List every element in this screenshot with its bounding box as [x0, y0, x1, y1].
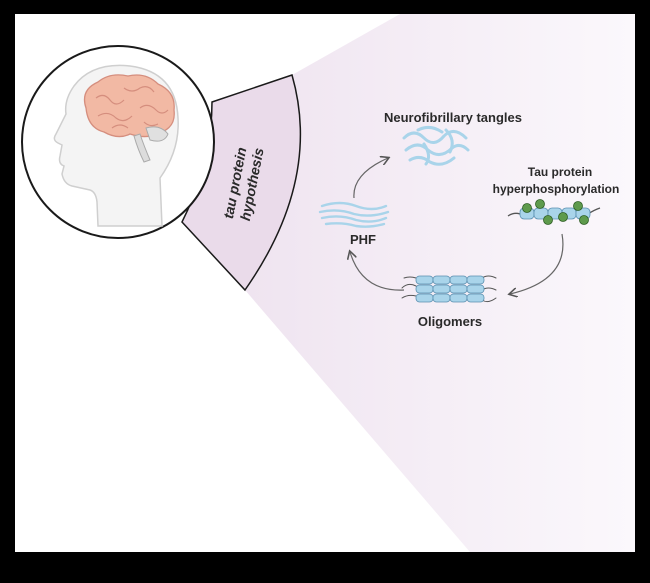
phosphorylated-tau-icon: [507, 199, 601, 225]
arrow-oligomers-to-phf: [350, 252, 405, 291]
phosphate-groups: [522, 199, 589, 225]
label-neurofibrillary-tangles: Neurofibrillary tangles: [384, 110, 522, 125]
phf-icon: [318, 201, 390, 228]
cycle-arrows: [350, 158, 564, 294]
label-hyperphosphorylation: hyperphosphorylation: [493, 182, 620, 196]
arrow-phf-to-tangles: [353, 158, 388, 199]
label-tau-protein: Tau protein: [528, 165, 592, 179]
brain-icon: [83, 74, 175, 163]
arrow-tau-to-oligomers: [510, 233, 564, 294]
label-oligomers: Oligomers: [418, 314, 482, 329]
neurofibrillary-tangles-icon: [402, 125, 470, 166]
label-phf: PHF: [350, 232, 376, 247]
oligomers-icon: [401, 275, 497, 303]
